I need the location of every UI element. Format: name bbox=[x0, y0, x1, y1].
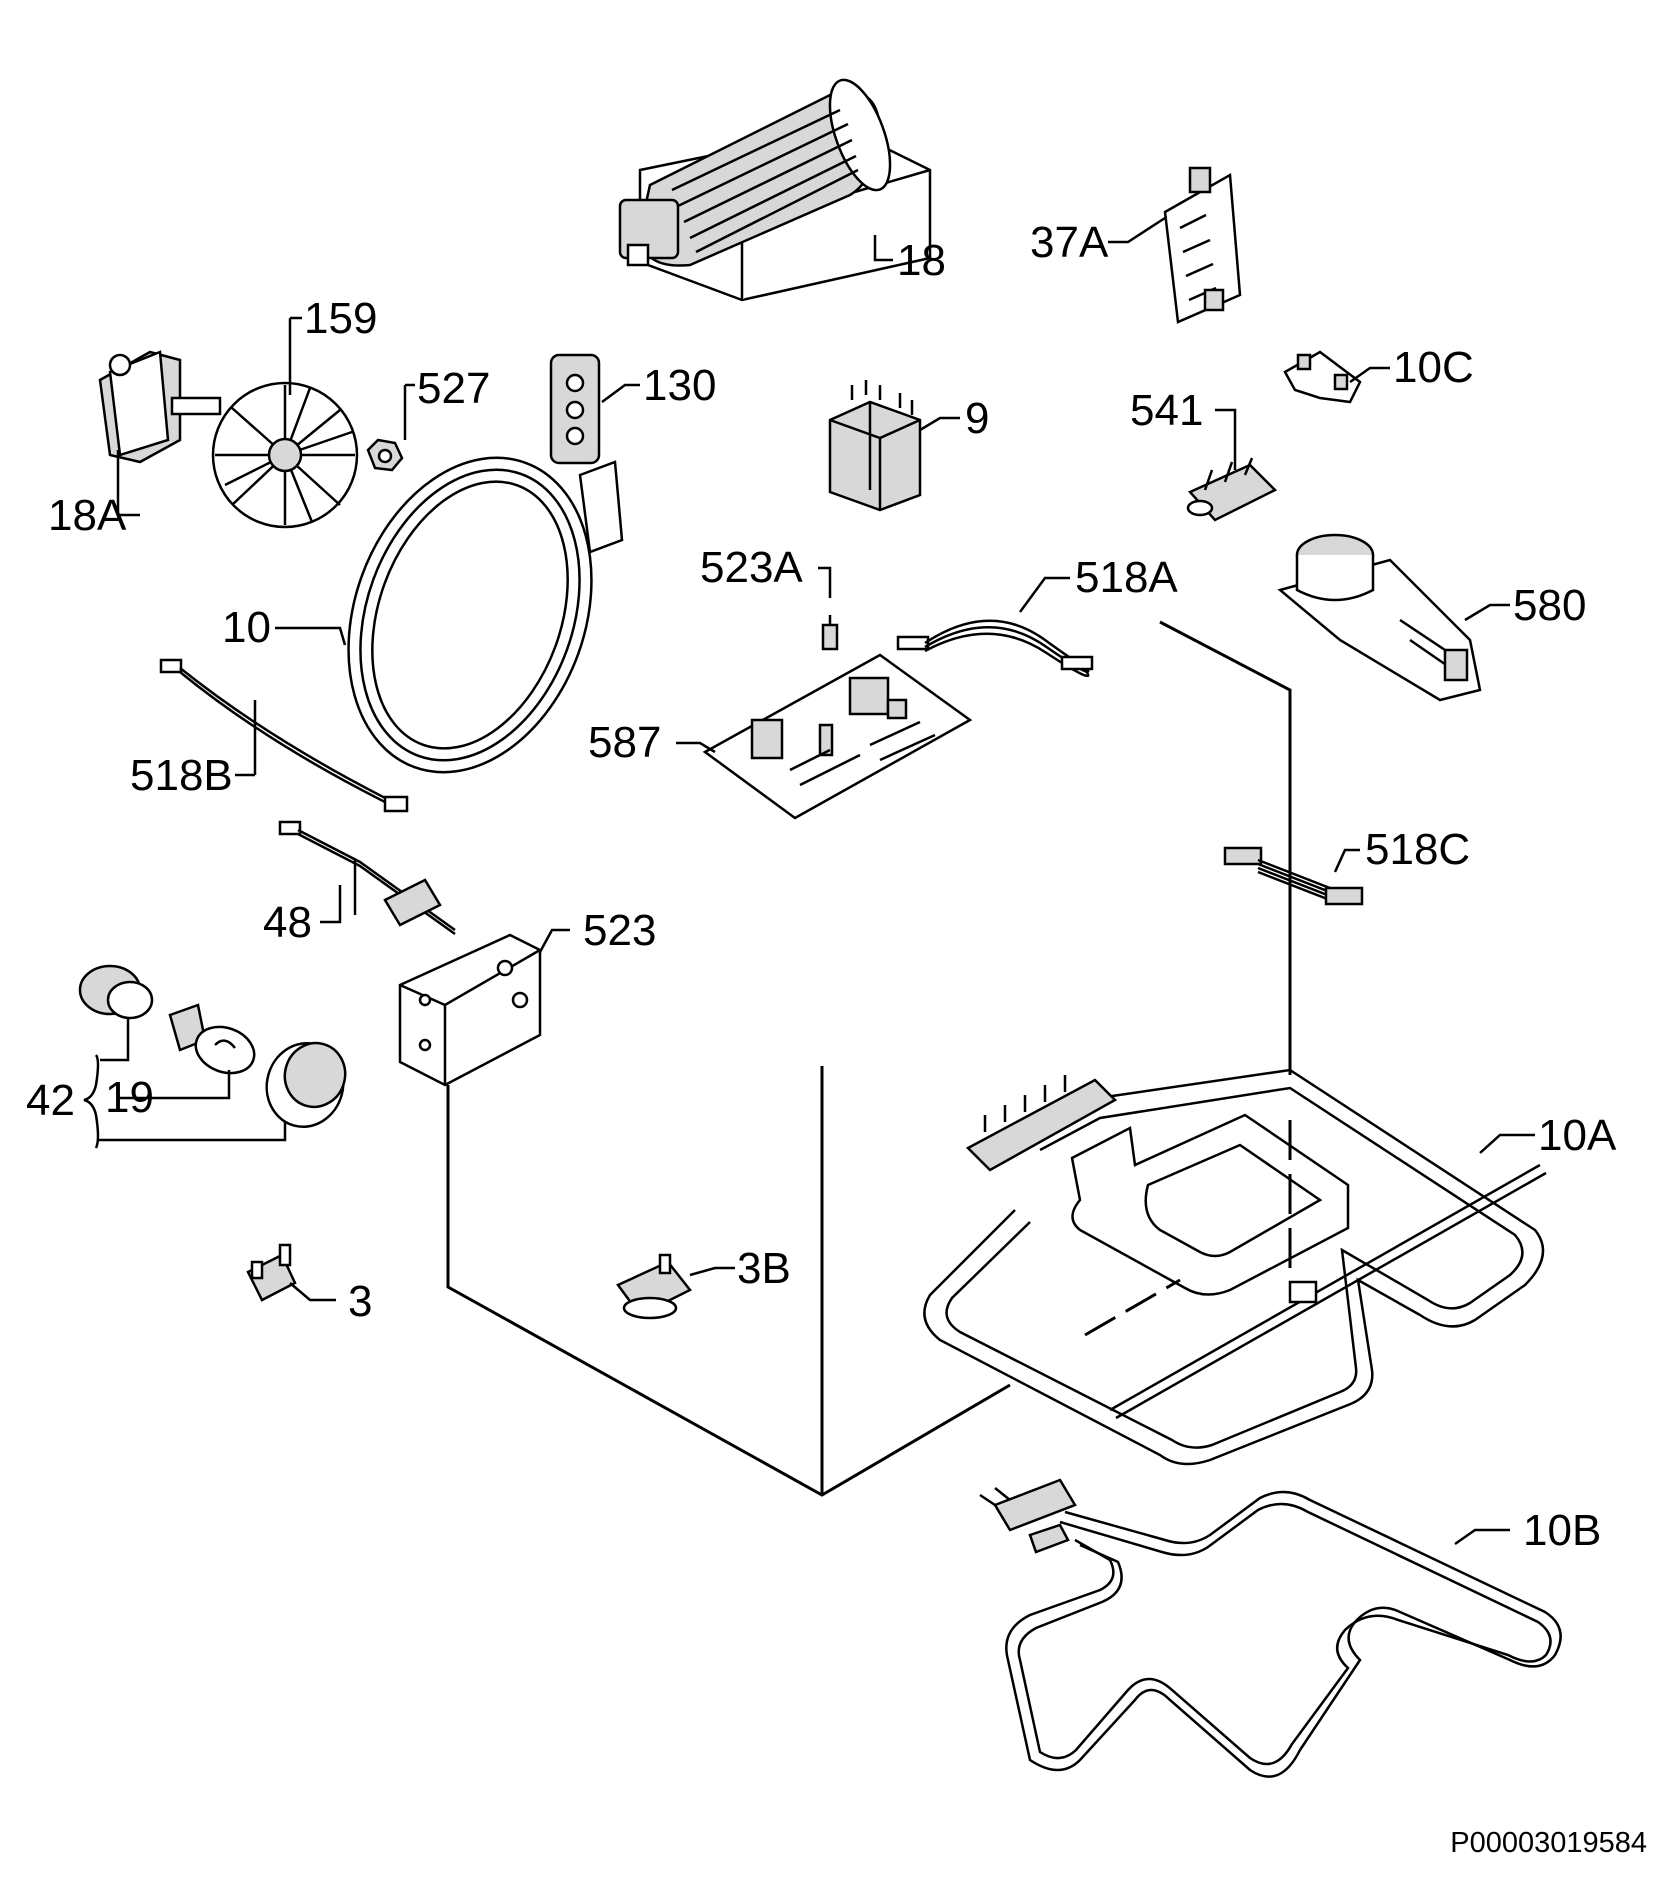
part-mounting-bracket bbox=[398, 933, 542, 1087]
part-wire-harness-a bbox=[896, 619, 1094, 678]
part-thermostat bbox=[246, 1243, 297, 1302]
label-18: 18 bbox=[897, 236, 946, 285]
label-523: 523 bbox=[583, 906, 656, 955]
label-10b: 10B bbox=[1523, 1506, 1601, 1555]
part-wire-b bbox=[159, 658, 409, 813]
part-tangential-fan bbox=[618, 78, 932, 302]
label-10c: 10C bbox=[1393, 343, 1474, 392]
label-18a: 18A bbox=[48, 491, 127, 540]
part-lamp-holder bbox=[78, 964, 154, 1050]
label-10a: 10A bbox=[1538, 1111, 1617, 1160]
part-relay bbox=[828, 380, 922, 512]
label-42: 42 bbox=[26, 1076, 75, 1125]
part-circuit-board bbox=[702, 653, 973, 820]
label-130: 130 bbox=[643, 361, 716, 410]
part-terminal-block bbox=[1163, 166, 1242, 324]
part-grill-heating-element bbox=[923, 1068, 1547, 1466]
label-10: 10 bbox=[222, 603, 271, 652]
document-number: P00003019584 bbox=[1450, 1827, 1647, 1859]
label-3: 3 bbox=[348, 1277, 372, 1326]
lamp-assembly-bracket bbox=[83, 1050, 287, 1149]
label-9: 9 bbox=[965, 394, 989, 443]
label-518b: 518B bbox=[130, 751, 233, 800]
label-541: 541 bbox=[1130, 386, 1203, 435]
label-3b: 3B bbox=[737, 1244, 791, 1293]
part-lamp-cover bbox=[265, 1041, 347, 1128]
label-580: 580 bbox=[1513, 581, 1586, 630]
label-37a: 37A bbox=[1030, 218, 1109, 267]
part-temperature-sensor bbox=[278, 820, 456, 936]
part-thermostat-b bbox=[616, 1253, 692, 1320]
label-527: 527 bbox=[417, 364, 490, 413]
part-labels: 18 18A 159 527 130 9 37A 10C 541 523A 51… bbox=[26, 218, 1647, 1859]
label-523a: 523A bbox=[700, 543, 803, 592]
label-159: 159 bbox=[304, 294, 377, 343]
part-bottom-heating-element bbox=[979, 1478, 1562, 1778]
part-turnspit-motor bbox=[1277, 533, 1482, 702]
label-19: 19 bbox=[105, 1073, 154, 1122]
part-fan-impeller bbox=[211, 381, 359, 529]
oven-cavity-outline bbox=[446, 620, 1292, 1497]
part-ribbon-cable bbox=[1223, 846, 1364, 906]
part-nut bbox=[366, 438, 404, 472]
part-circular-heating-element bbox=[347, 456, 624, 774]
part-gasket-plate bbox=[549, 353, 601, 465]
leader-lines bbox=[118, 216, 1535, 1546]
part-switch bbox=[1186, 457, 1278, 522]
label-587: 587 bbox=[588, 718, 661, 767]
label-518c: 518C bbox=[1365, 825, 1470, 874]
label-518a: 518A bbox=[1075, 553, 1178, 602]
part-fan-motor bbox=[98, 350, 222, 515]
part-small-bracket bbox=[1283, 350, 1362, 404]
part-small-connector bbox=[821, 615, 839, 651]
label-48: 48 bbox=[263, 898, 312, 947]
part-lamp-bulb bbox=[168, 1003, 256, 1075]
